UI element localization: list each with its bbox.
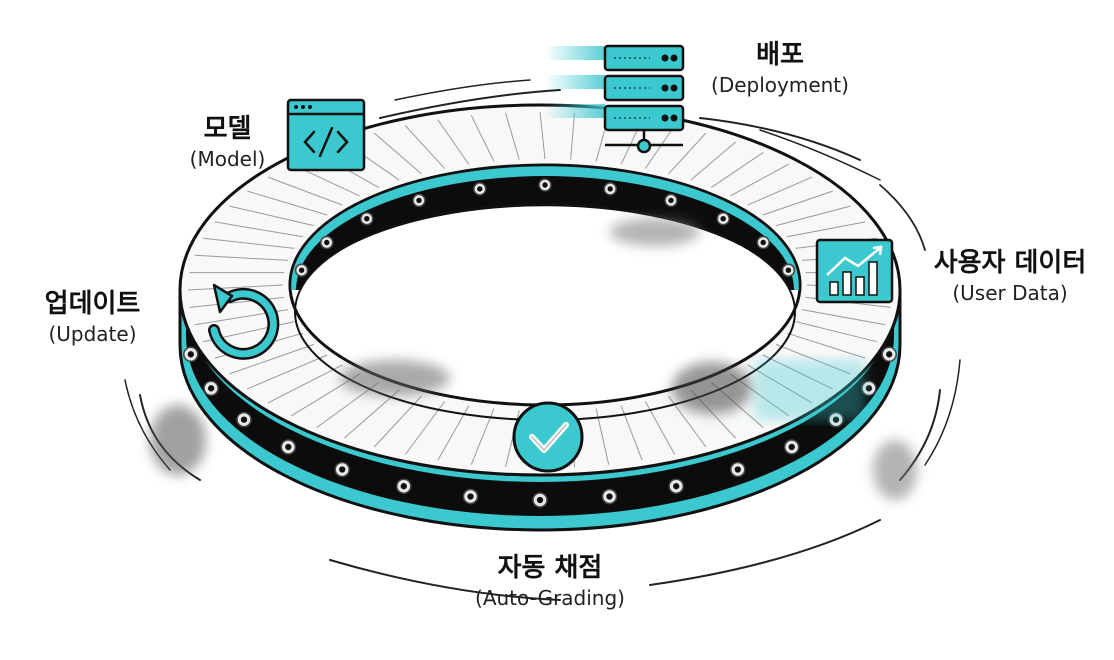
label-update-ko: 업데이트 [44, 289, 141, 319]
belt-roller [412, 193, 426, 208]
ring-rib [194, 254, 289, 261]
code-window-icon [286, 98, 366, 172]
ring-rib [203, 237, 295, 249]
belt-roller [473, 182, 487, 196]
ring-rib [787, 221, 866, 238]
belt-roller [320, 235, 334, 250]
ring-rib [267, 176, 343, 206]
label-deployment-ko: 배포 [756, 40, 804, 70]
belt-roller [280, 439, 297, 455]
belt-roller [532, 492, 548, 508]
belt-roller [756, 235, 770, 250]
belt-roller [603, 182, 617, 196]
belt-roller [462, 488, 479, 505]
data-stream-highlight [755, 360, 865, 420]
belt-roller [294, 263, 309, 277]
label-deployment: 배포 (Deployment) [700, 38, 860, 98]
ring-rib [570, 112, 575, 160]
refresh-arrow-icon [208, 283, 280, 360]
ring-rib [214, 221, 303, 238]
ring-rib [668, 132, 707, 175]
belt-roller [861, 380, 877, 397]
belt-roller [664, 193, 678, 208]
ring-rib [267, 364, 343, 404]
label-auto-grading-ko: 자동 채점 [497, 553, 603, 583]
label-update-en: (Update) [48, 322, 137, 346]
label-update: 업데이트 (Update) [30, 287, 155, 347]
ring-rib [470, 115, 495, 162]
belt-roller [396, 478, 412, 494]
label-user-data-ko: 사용자 데이터 [933, 248, 1087, 278]
label-model-ko: 모델 [203, 114, 252, 144]
belt-roller [360, 211, 374, 226]
ring-rib [229, 205, 315, 227]
belt-roller [334, 461, 350, 478]
belt-roller [668, 478, 684, 494]
belt-rollers [183, 178, 897, 508]
belt-roller [601, 488, 618, 505]
ring-rib [762, 190, 833, 216]
label-user-data: 사용자 데이터 (User Data) [915, 246, 1105, 306]
ring-rib [539, 111, 546, 160]
ring-rib [801, 309, 886, 326]
ring-rib [187, 284, 284, 291]
ring-rib [775, 205, 851, 227]
belt-outer [186, 302, 894, 516]
ring-rib [373, 132, 422, 175]
label-user-data-en: (User Data) [952, 281, 1068, 305]
belt-roller [881, 346, 897, 363]
ring-rib [730, 163, 790, 197]
belt-roller [203, 380, 219, 397]
label-model: 모델 (Model) [175, 112, 280, 172]
ring-rib [505, 112, 520, 160]
ring-rib [747, 176, 813, 206]
ring-rib [437, 119, 470, 165]
belt-roller [183, 346, 199, 363]
ring-rib [690, 141, 736, 181]
label-auto-grading: 자동 채점 (Auto-Grading) [450, 551, 650, 611]
server-rack-icon [545, 44, 685, 154]
motion-blur [150, 218, 917, 500]
label-auto-grading-en: (Auto-Grading) [475, 586, 625, 610]
ring-rib [247, 354, 328, 390]
ring-rib [229, 343, 315, 375]
ring-rib [404, 125, 446, 169]
ring-rib [710, 151, 764, 189]
label-model-en: (Model) [189, 147, 266, 171]
ring-rib [644, 125, 676, 169]
ring-rib [795, 321, 877, 343]
checkmark-badge-icon [512, 401, 584, 473]
belt-roller [730, 461, 746, 478]
bar-chart-trend-icon [815, 238, 894, 304]
belt-roller [783, 439, 800, 455]
ring-rib [247, 190, 328, 216]
belt-roller [781, 263, 796, 277]
belt-roller [538, 178, 552, 192]
belt-roller [716, 211, 730, 226]
belt-roller [236, 411, 252, 428]
label-deployment-en: (Deployment) [711, 73, 849, 97]
ring-rib [786, 332, 866, 359]
